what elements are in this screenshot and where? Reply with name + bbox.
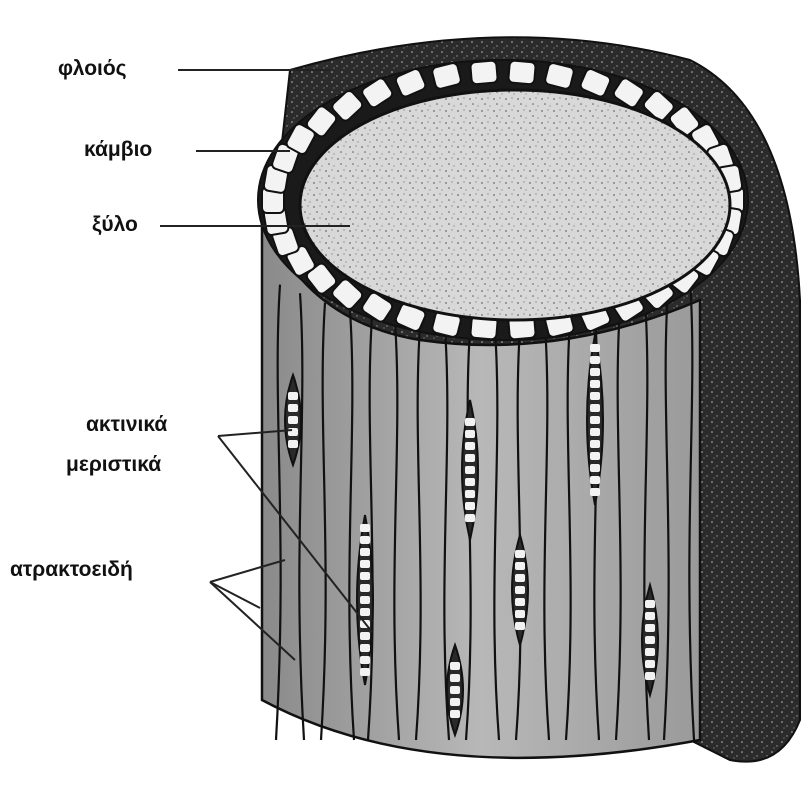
bark-label: φλοιός [58,58,127,79]
ray-cell [360,632,370,640]
ray-label-line1: ακτινικά [86,414,167,435]
ray-cell [590,416,600,424]
ray-cell [590,380,600,388]
ray-cell [360,668,370,676]
ray-cell [360,548,370,556]
cambium-cell [508,60,536,84]
ray-cell [450,662,460,670]
ray-cell [645,672,655,680]
ray-cell [590,392,600,400]
cambium-cell [470,60,498,84]
ray-label-line2: μεριστικά [66,454,161,475]
ray-cell [515,562,525,570]
ray-cell [645,660,655,668]
ray-cell [288,416,298,424]
ray-cell [590,464,600,472]
ray-cell [515,586,525,594]
ray-cell [288,440,298,448]
ray-cell [590,476,600,484]
ray-cell [465,442,475,450]
ray-cell [515,598,525,606]
ray-cell [465,502,475,510]
ray-cell [360,596,370,604]
ray-cell [450,686,460,694]
ray-cell [465,430,475,438]
ray-cell [360,560,370,568]
ray-cell [590,344,600,352]
ray-cell [590,368,600,376]
ray-cell [465,466,475,474]
ray-cell [465,514,475,522]
ray-cell [360,608,370,616]
ray-cell [590,440,600,448]
ray-cell [360,656,370,664]
ray-cell [590,404,600,412]
fusiform-label: ατρακτοειδή [10,559,133,580]
cambium-label: κάμβιο [84,139,152,160]
ray-cell [645,648,655,656]
ray-cell [288,392,298,400]
wood-surface [300,90,730,320]
ray-cell [645,636,655,644]
ray-cell [645,600,655,608]
ray-cell [645,612,655,620]
ray-cell [450,674,460,682]
ray-cell [590,428,600,436]
ray-cell [515,622,525,630]
wood-label: ξύλο [92,214,138,235]
ray-cell [645,624,655,632]
ray-cell [360,536,370,544]
ray-cell [360,584,370,592]
ray-cell [360,524,370,532]
ray-cell [360,644,370,652]
ray-cell [515,610,525,618]
ray-cell [360,572,370,580]
ray-cell [465,478,475,486]
ray-cell [590,488,600,496]
ray-cell [515,550,525,558]
ray-cell [515,574,525,582]
ray-cell [450,698,460,706]
ray-cell [590,356,600,364]
ray-cell [590,452,600,460]
ray-cell [450,710,460,718]
ray-cell [465,454,475,462]
ray-cell [465,490,475,498]
ray-cell [465,418,475,426]
ray-cell [288,404,298,412]
